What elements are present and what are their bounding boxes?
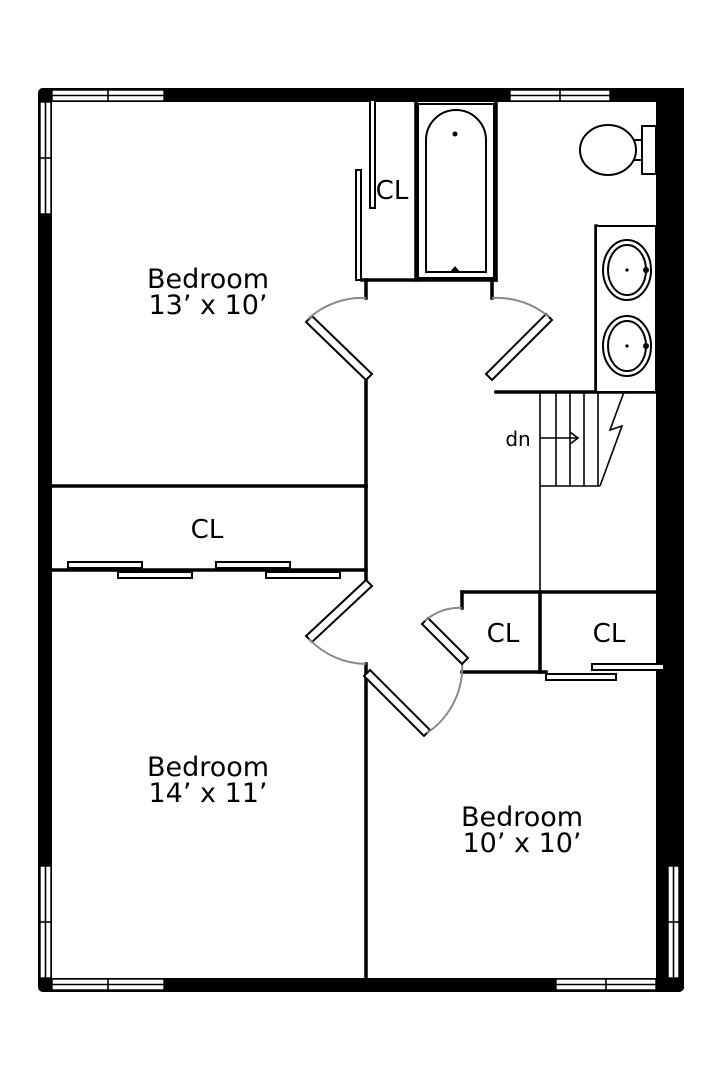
bedroom-top-size: 13’ x 10’ — [148, 290, 267, 321]
bedroom-bottom-left-name: Bedroom — [147, 752, 269, 783]
windows — [39, 89, 680, 991]
bedroom-bottom-left-size: 14’ x 11’ — [148, 778, 267, 809]
bathroom-fixtures — [417, 103, 657, 393]
vanity-sinks-icon — [595, 225, 657, 393]
bedroom-bottom-right-size: 10’ x 10’ — [462, 828, 581, 859]
staircase-icon — [540, 391, 625, 487]
toilet-icon — [579, 124, 657, 176]
closet-between-bedrooms-label: CL — [191, 515, 224, 545]
closet-hall-label: CL — [487, 619, 520, 649]
exterior-walls — [38, 88, 684, 992]
closet-bottom-right-label: CL — [593, 619, 626, 649]
bathtub-icon — [417, 103, 495, 279]
stairs-down-label: dn — [505, 427, 530, 451]
bedroom-top-name: Bedroom — [147, 264, 269, 295]
bedroom-bottom-right-name: Bedroom — [461, 802, 583, 833]
closet-top-bedroom-label: CL — [376, 176, 409, 206]
doors — [67, 99, 665, 738]
interior-walls — [50, 100, 668, 980]
